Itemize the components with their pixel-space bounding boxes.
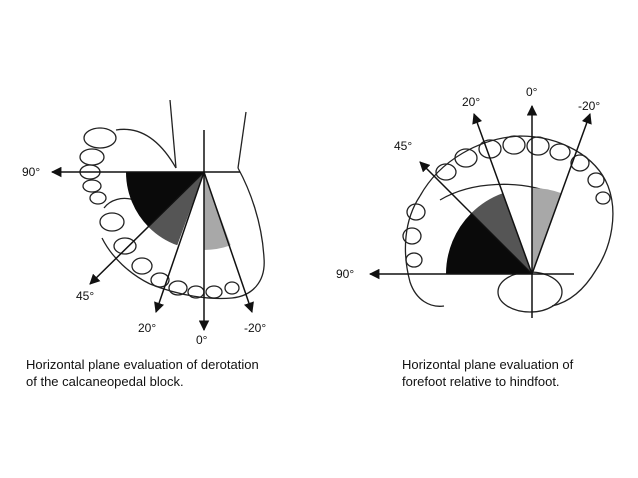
left-label-90: 90°: [22, 165, 40, 179]
left-label-20: 20°: [138, 321, 156, 335]
left-caption-line-1: Horizontal plane evaluation of derotatio…: [26, 357, 259, 372]
left-sector-black: [125, 172, 204, 228]
left-panel-diagram: 90° 45° 20° 0° -20°: [22, 99, 266, 347]
right-arrow-45: [419, 161, 533, 275]
left-arrow-20: [154, 171, 205, 313]
right-caption: Horizontal plane evaluation of forefoot …: [402, 356, 632, 390]
right-sector-dark-gray: [471, 193, 532, 274]
right-caption-line-1: Horizontal plane evaluation of: [402, 357, 574, 372]
right-label-20: 20°: [462, 95, 480, 109]
right-arrow-20: [472, 113, 533, 275]
right-arrow-minus20: [531, 113, 592, 275]
right-label-90: 90°: [336, 267, 354, 281]
left-arrow-minus20: [203, 171, 254, 313]
right-label-45: 45°: [394, 139, 412, 153]
left-foot-sketch: [79, 99, 265, 300]
left-arrow-45: [89, 171, 205, 285]
left-sector-dark-gray: [148, 172, 204, 246]
right-label-minus20: -20°: [578, 99, 600, 113]
left-caption: Horizontal plane evaluation of derotatio…: [26, 356, 326, 390]
right-foot-sketch: [402, 135, 614, 313]
right-sector-black: [446, 213, 532, 274]
right-caption-line-2: forefoot relative to hindfoot.: [402, 374, 560, 389]
left-caption-line-2: of the calcaneopedal block.: [26, 374, 184, 389]
left-label-0: 0°: [196, 333, 208, 347]
right-label-0: 0°: [526, 85, 538, 99]
right-panel-diagram: 0° 20° -20° 45° 90°: [336, 85, 614, 318]
left-label-minus20: -20°: [244, 321, 266, 335]
left-label-45: 45°: [76, 289, 94, 303]
